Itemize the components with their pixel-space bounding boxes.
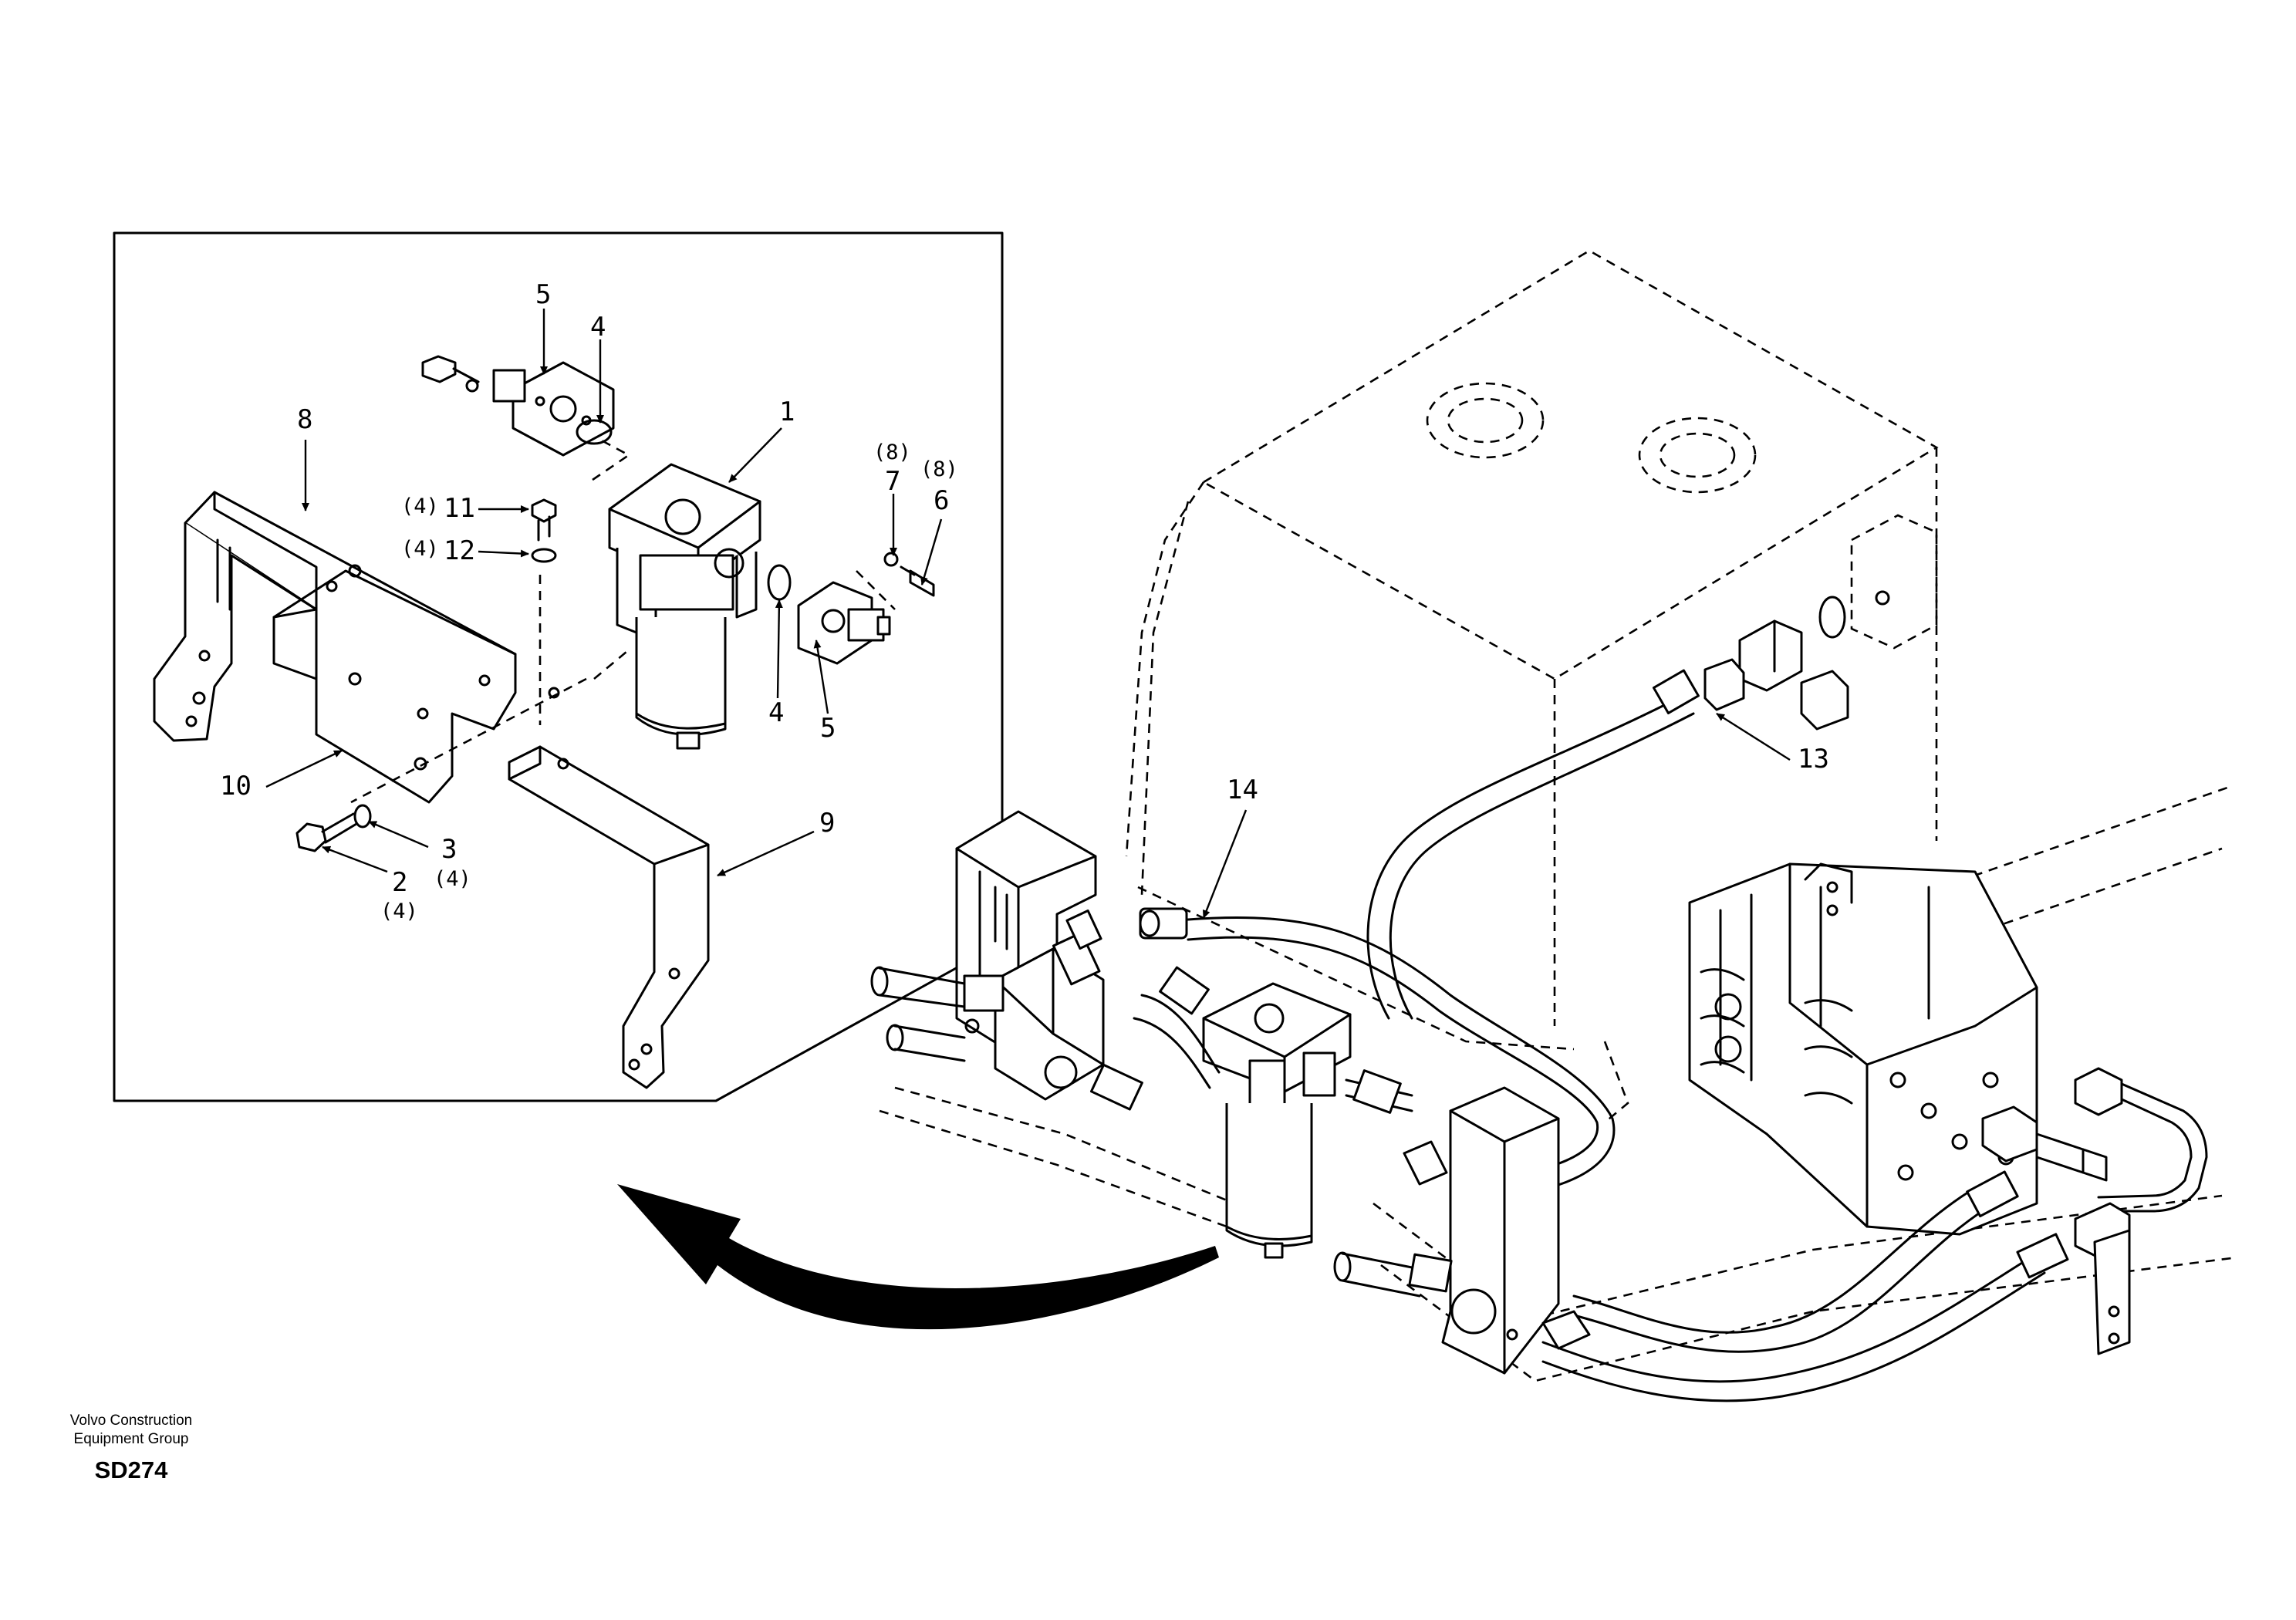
credit-line-1: Volvo Construction [69, 1412, 193, 1429]
flange-5-bottom [767, 552, 935, 665]
tank-port-block [1703, 514, 1938, 731]
inset-assembly-lines [350, 438, 896, 804]
callout-13: 13 [1798, 744, 1829, 775]
callout-8: 8 [297, 404, 312, 435]
bolt-2-washer-3 [295, 804, 372, 852]
flange-5-top [421, 355, 615, 457]
callout-14: 14 [1227, 775, 1258, 805]
hydraulic-filter-1 [608, 463, 761, 750]
control-valve [1688, 862, 2038, 1236]
hose-13 [1366, 669, 1700, 1020]
drawing-code: SD274 [94, 1456, 168, 1483]
main-bracket-right [1333, 1086, 1591, 1375]
callout-6-qty: (8) [920, 457, 958, 481]
callout-2-qty: (4) [380, 899, 418, 923]
callout-7: 7 [885, 466, 900, 497]
hydraulic-tank-outline [879, 249, 2238, 1382]
callout-6: 6 [934, 485, 949, 516]
callout-4-top: 4 [590, 312, 606, 343]
callout-labels: 1 2 (4) 3 (4) 4 4 5 5 6 (8) 7 (8) 8 9 10… [220, 279, 1829, 923]
mounting-bracket-9 [508, 745, 710, 1089]
main-filter [1133, 966, 1448, 1259]
mounting-bracket-8-10 [153, 491, 560, 804]
callout-5-top: 5 [535, 279, 551, 310]
right-hoses-and-fittings [1541, 1067, 2208, 1402]
callout-5-bottom: 5 [820, 713, 836, 744]
callout-1: 1 [779, 397, 795, 427]
callout-10: 10 [220, 771, 252, 802]
callout-12: 12 [444, 535, 475, 566]
detail-reference-arrow [617, 1184, 1219, 1330]
leader-lines [265, 309, 1791, 919]
publisher-credit: Volvo Construction Equipment Group SD274 [46, 1412, 216, 1484]
callout-3-qty: (4) [434, 867, 471, 891]
credit-line-2: Equipment Group [73, 1431, 189, 1447]
callout-7-qty: (8) [873, 440, 911, 464]
callout-4-bottom: 4 [768, 697, 784, 728]
bolt-11-washer-12 [531, 498, 557, 563]
callout-11-qty: (4) [401, 494, 439, 518]
callout-2: 2 [392, 867, 407, 898]
main-valve-block [870, 910, 1143, 1111]
callout-9: 9 [819, 808, 835, 839]
detail-inset [113, 231, 1004, 1102]
callout-11: 11 [444, 493, 475, 524]
callout-3: 3 [441, 834, 457, 865]
callout-12-qty: (4) [401, 537, 439, 561]
